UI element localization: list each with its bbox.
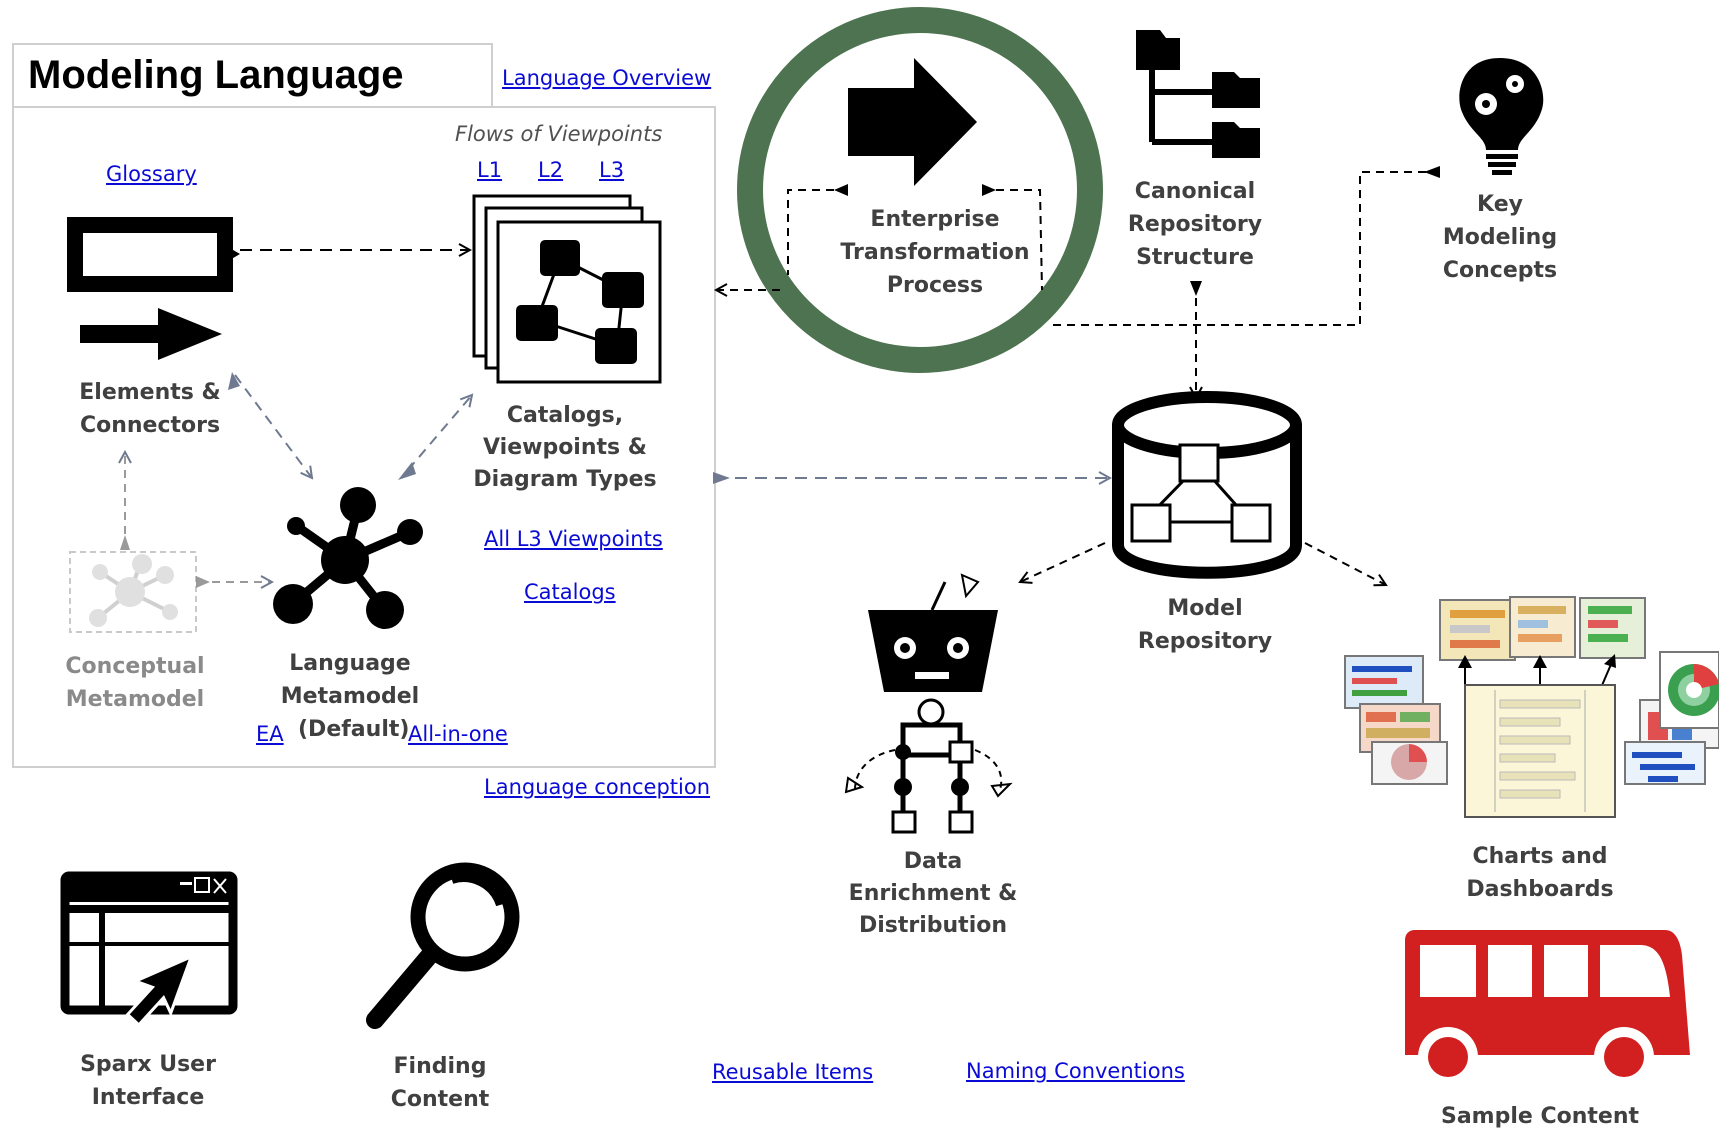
- flows-of-viewpoints-label: Flows of Viewpoints: [455, 122, 663, 146]
- all-l3-viewpoints-link[interactable]: All L3 Viewpoints: [484, 527, 663, 551]
- folder-tree-icon: [1136, 30, 1260, 158]
- conceptual-metamodel-label: Conceptual Metamodel: [65, 654, 205, 712]
- sample-content-label: Sample Content: [1440, 1104, 1640, 1129]
- key-modeling-concepts-label: Key Modeling Concepts: [1442, 192, 1558, 283]
- light-bulb-icon: [1459, 58, 1544, 175]
- database-icon: [1112, 391, 1302, 579]
- elements-connectors-label: Elements & Connectors: [79, 380, 221, 438]
- modeling-language-frame: [12, 106, 716, 768]
- reusable-items-link[interactable]: Reusable Items: [712, 1060, 874, 1084]
- magnifier-icon: [366, 862, 520, 1029]
- dashboard-thumbnails: [1344, 596, 1719, 818]
- conceptual-metamodel-icon: [69, 551, 197, 633]
- language-overview-link[interactable]: Language Overview: [502, 66, 712, 90]
- highlight-ring: [737, 7, 1103, 373]
- model-repository-label: Model Repository: [1137, 596, 1273, 654]
- charts-dashboards-label: Charts and Dashboards: [1466, 844, 1614, 902]
- language-conception-link[interactable]: Language conception: [484, 775, 711, 799]
- default-label: (Default): [298, 717, 410, 742]
- repo-to-charts-connector: [1304, 542, 1386, 585]
- robot-icon: [844, 573, 1013, 834]
- l2-link[interactable]: L2: [538, 158, 564, 182]
- diagram-pages-icon: [472, 194, 662, 384]
- sparx-ui-label: Sparx User Interface: [80, 1052, 216, 1110]
- page-title: Modeling Language: [28, 53, 404, 97]
- l3-link[interactable]: L3: [599, 158, 625, 182]
- canonical-repository-label: Canonical Repository Structure: [1127, 179, 1263, 270]
- transformation-arrow-icon: [848, 58, 977, 186]
- title-box: Modeling Language: [12, 43, 493, 108]
- enterprise-transformation-label: Enterprise Transformation Process: [840, 207, 1030, 298]
- data-enrichment-label: Data Enrichment & Distribution: [848, 849, 1018, 938]
- transformation-loop: [716, 184, 1043, 290]
- glossary-link[interactable]: Glossary: [106, 162, 197, 186]
- catalogs-viewpoints-label: Catalogs, Viewpoints & Diagram Types: [473, 403, 657, 492]
- finding-content-label: Finding Content: [390, 1054, 490, 1112]
- window-cursor-icon: [60, 871, 238, 1027]
- all-in-one-link[interactable]: All-in-one: [408, 722, 508, 746]
- connector-arrow-icon: [80, 308, 222, 360]
- element-rectangle-icon: [67, 217, 240, 292]
- repo-to-enrichment-connector: [1020, 542, 1106, 582]
- metamodel-connectors: [120, 372, 1110, 588]
- naming-conventions-link[interactable]: Naming Conventions: [966, 1059, 1185, 1083]
- l1-link[interactable]: L1: [477, 158, 503, 182]
- concepts-connector: [1048, 171, 1440, 326]
- ea-link[interactable]: EA: [256, 722, 284, 746]
- language-metamodel-label: Language Metamodel: [280, 651, 420, 709]
- catalogs-link[interactable]: Catalogs: [524, 580, 616, 604]
- language-metamodel-icon: [273, 487, 423, 629]
- bus-icon: [1405, 930, 1690, 1087]
